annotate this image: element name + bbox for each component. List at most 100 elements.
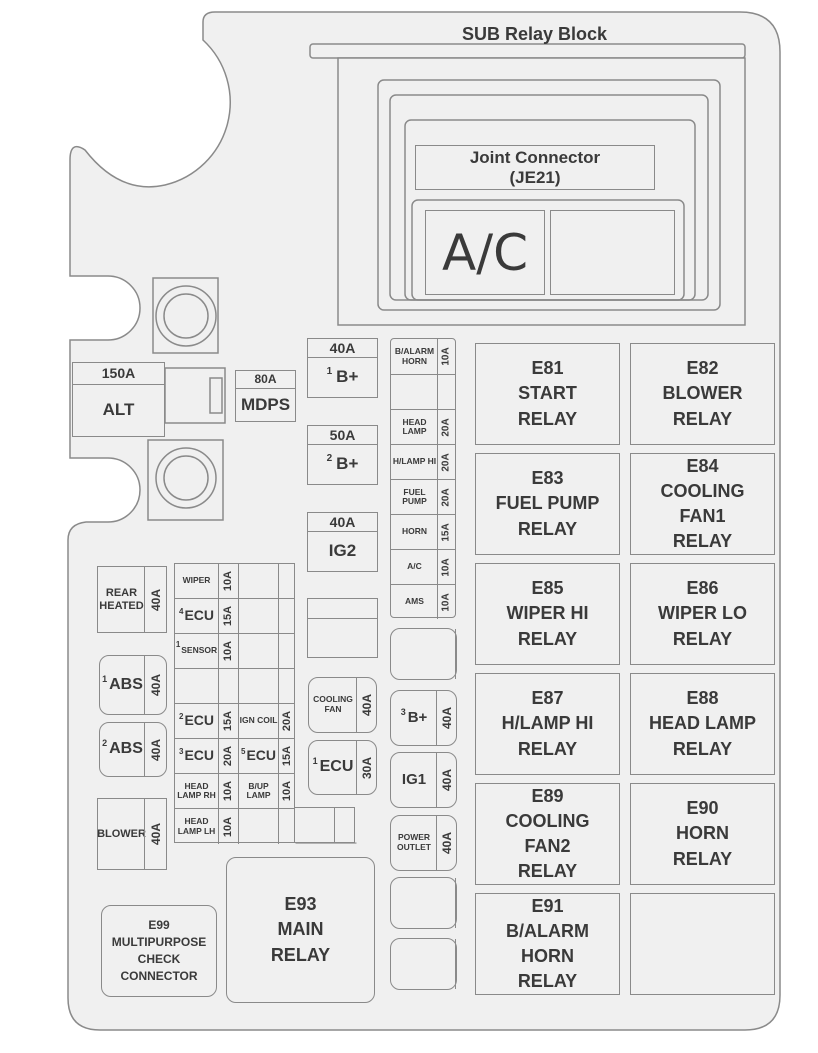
fuse-label: POWER OUTLET xyxy=(397,832,431,852)
fuse-label: B+ xyxy=(336,367,359,386)
relay-label-line: E93 xyxy=(284,894,317,915)
grid-extra-cell xyxy=(294,807,335,843)
mid-rounded-fuse-3: POWER OUTLET 40A xyxy=(390,815,457,871)
fuse-number: 4 xyxy=(178,607,184,617)
relay-label-line: HORN xyxy=(521,946,574,966)
relay-label-line: FAN2 xyxy=(524,836,571,856)
fuse-label: HEAD LAMP LH xyxy=(177,816,216,836)
fuse-rating: 10A xyxy=(441,347,453,366)
relay-label-line: E81 xyxy=(531,358,564,379)
mid-rounded-fuse-4 xyxy=(390,877,457,929)
cooling-fan-fuse: COOLING FAN 40A xyxy=(308,677,377,733)
fuse-number: 1 xyxy=(312,756,318,767)
grid-row-3 xyxy=(175,668,294,703)
fuse-rating: 50A xyxy=(308,426,377,445)
fuse-label: ABS xyxy=(109,740,143,758)
relay-label-line: E83 xyxy=(531,468,564,489)
fuse-label: B/ALARM HORN xyxy=(394,346,435,366)
fuse-rating: 40A xyxy=(439,706,454,730)
fuse-rating: 40A xyxy=(439,768,454,792)
fuse-rating: 30A xyxy=(359,756,374,779)
fuse-rating: 20A xyxy=(441,417,453,437)
fuse-label: ECU xyxy=(184,607,214,624)
fuse-label: IG1 xyxy=(401,771,427,789)
fuse-label: IGN COIL xyxy=(239,715,278,726)
relay-label-line: E91 xyxy=(531,895,564,916)
relay-label-line: MULTIPURPOSE xyxy=(111,935,207,950)
relay-label-line: HEAD LAMP xyxy=(649,713,756,734)
relay-label-line: BLOWER xyxy=(662,383,743,404)
fuse-label: B+ xyxy=(336,454,359,473)
fuse-rating: 40A xyxy=(148,738,163,761)
relay-label-line: RELAY xyxy=(517,971,578,992)
mid-rounded-fuse-0 xyxy=(390,628,457,680)
fuse-rating-text: 40A xyxy=(329,514,356,530)
relay-label-line: MAIN xyxy=(277,919,324,940)
joint-connector-label: Joint Connector xyxy=(469,147,601,167)
fuse-rating: 20A xyxy=(222,745,235,767)
fuse-rating: 40A xyxy=(308,513,377,532)
fuse-rating: 20A xyxy=(281,710,294,732)
fuse-rating: 40A xyxy=(439,831,454,855)
ac-label: A/C xyxy=(442,223,528,282)
relay-label-line: B/ALARM xyxy=(506,920,589,941)
fuse-label: HEAD LAMP xyxy=(402,416,427,436)
fuse-label: ECU xyxy=(184,712,214,729)
relay-label-line: E84 xyxy=(686,455,719,476)
fuse-number: 1 xyxy=(175,640,181,650)
fuse-label: A/C xyxy=(407,561,422,572)
fuse-rating: 10A xyxy=(281,780,294,802)
fuse-label: COOLING FAN xyxy=(313,694,353,714)
relay-label-line: COOLING xyxy=(660,480,745,501)
relay-label-line: COOLING xyxy=(505,810,590,831)
relay-label-line: E90 xyxy=(686,798,719,819)
relay-label-line: CHECK xyxy=(137,952,181,966)
fuse-rating: 40A xyxy=(359,693,374,717)
fuse-rating: 40A xyxy=(148,673,163,697)
fuse-rating: 40A xyxy=(148,588,163,611)
fuse-label: BLOWER xyxy=(97,827,146,840)
fuse-rating xyxy=(308,599,377,619)
fuse-rating: 80A xyxy=(236,371,295,389)
fuse-rating-text: 50A xyxy=(329,427,356,443)
relay-label-line: START xyxy=(518,383,577,404)
relay-label-line: RELAY xyxy=(517,628,578,649)
relay-label-line: CONNECTOR xyxy=(120,968,198,983)
mid-rounded-fuse-5 xyxy=(390,938,457,990)
fuse-number: 1 xyxy=(326,366,333,377)
relay-label-line: RELAY xyxy=(517,738,578,759)
fuse-rating: 40A xyxy=(308,339,377,358)
fuse-label: ECU xyxy=(246,747,276,764)
fuse-rating: 15A xyxy=(281,745,294,767)
mid-fuse-1 xyxy=(391,374,455,409)
relay-label-line: E86 xyxy=(686,578,719,599)
relay-label-line: RELAY xyxy=(517,408,578,429)
relay-label-line: HORN xyxy=(676,823,729,844)
fuse-number: 5 xyxy=(240,747,246,757)
relay-label-line: FUEL PUMP xyxy=(495,493,600,514)
fuse-number: 3 xyxy=(400,707,406,718)
sub-relay-block-title: SUB Relay Block xyxy=(462,24,608,44)
fuse-rating: 10A xyxy=(441,592,453,612)
fuse-rating: 15A xyxy=(222,710,235,732)
fuse-label: SENSOR xyxy=(181,645,218,656)
relay-label-line: E85 xyxy=(531,578,564,599)
